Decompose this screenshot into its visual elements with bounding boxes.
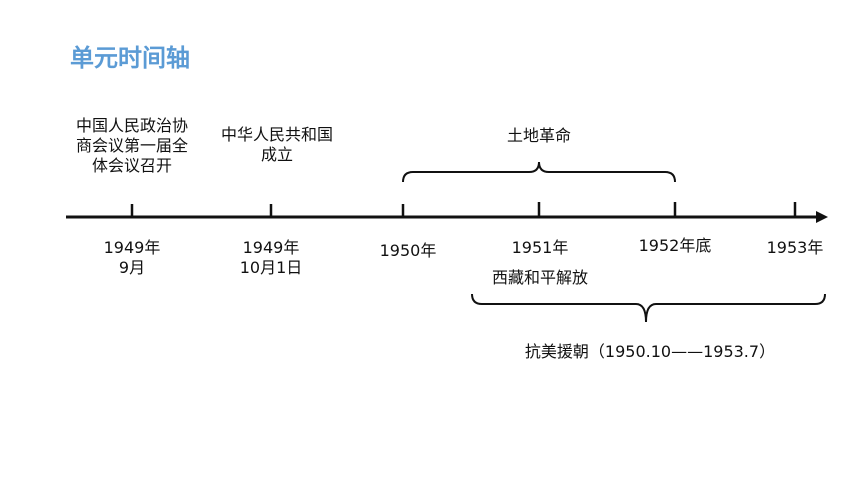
date-1953: 1953年 <box>766 238 824 257</box>
date-1949-oct: 1949年 10月1日 <box>239 238 303 277</box>
date-1950: 1950年 <box>379 241 437 260</box>
event-korean-war: 抗美援朝（1950.10——1953.7） <box>524 342 776 361</box>
event-tibet-liberation: 西藏和平解放 <box>491 268 588 287</box>
timeline-arrowhead <box>816 211 828 223</box>
land-reform-brace <box>402 161 676 183</box>
date-1949-sep: 1949年 9月 <box>103 238 161 277</box>
page-title: 单元时间轴 <box>70 44 190 72</box>
date-1952-end: 1952年底 <box>638 236 712 255</box>
event-land-reform: 土地革命 <box>506 126 571 145</box>
date-1951: 1951年 <box>511 238 569 257</box>
korea-war-brace <box>471 293 826 323</box>
event-cppcc: 中国人民政治协 商会议第一届全 体会议召开 <box>75 116 188 175</box>
event-prc-founding: 中华人民共和国 成立 <box>220 125 333 164</box>
